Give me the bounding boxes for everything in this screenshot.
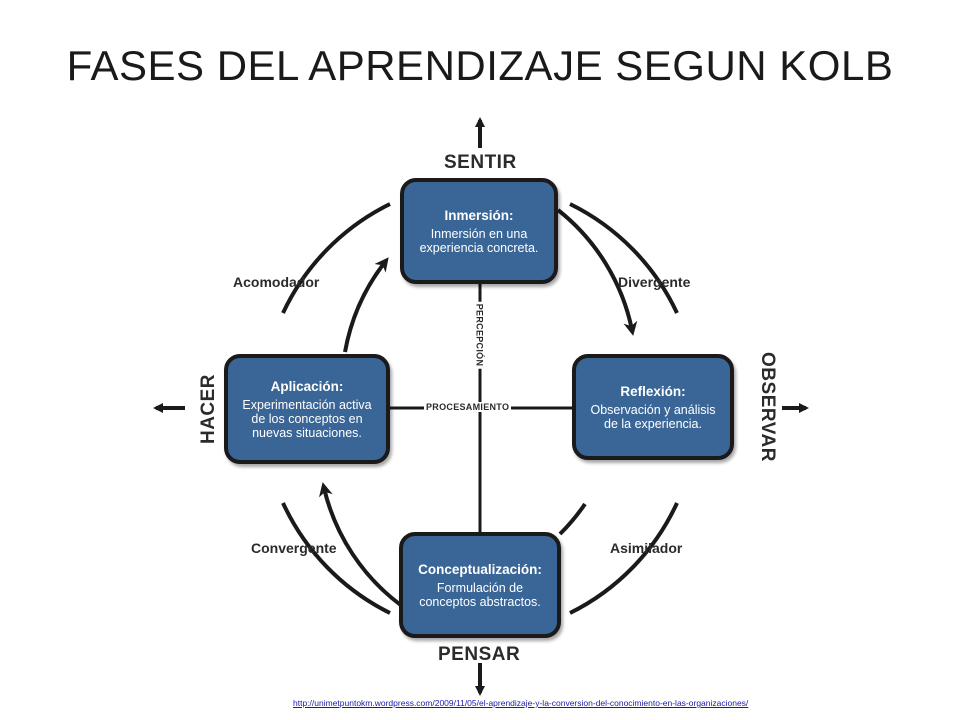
inner-arc-bottom-left — [319, 482, 404, 608]
phase-title: Aplicación: — [270, 378, 344, 394]
axis-label-percepcion: PERCEPCIÓN — [474, 301, 485, 369]
outer-arc-top-right — [569, 202, 679, 314]
style-label-acomodador: Acomodador — [233, 274, 320, 290]
axis-label-sentir: SENTIR — [444, 152, 517, 173]
slide-title: FASES DEL APRENDIZAJE SEGUN KOLB — [66, 42, 894, 89]
phase-description: Inmersión en una experiencia concreta. — [419, 226, 539, 255]
style-label-convergente: Convergente — [251, 540, 337, 556]
phase-description: Experimentación activa de los conceptos … — [242, 397, 372, 440]
style-label-asimilador: Asimilador — [610, 540, 683, 556]
phase-box-conceptualizacion: Conceptualización: Formulación de concep… — [399, 532, 561, 638]
phase-description: Observación y análisis de la experiencia… — [590, 402, 716, 431]
outer-arc-bottom-left — [281, 502, 391, 615]
phase-box-aplicacion: Aplicación: Experimentación activa de lo… — [224, 354, 390, 464]
inner-arc-top-left — [343, 257, 389, 353]
phase-title: Conceptualización: — [418, 561, 542, 577]
axis-label-hacer: HACER — [198, 373, 220, 445]
phase-description: Formulación de conceptos abstractos. — [419, 580, 541, 609]
axis-label-observar: OBSERVAR — [756, 352, 778, 462]
inner-arc-top-right — [556, 208, 638, 336]
inner-arc-bottom-right — [558, 502, 587, 536]
outer-arc-bottom-right — [569, 502, 679, 615]
axis-label-procesamiento: PROCESAMIENTO — [424, 402, 512, 412]
kolb-cycle-diagram: SENTIR PENSAR HACER OBSERVAR PERCEPCIÓN … — [140, 108, 820, 698]
phase-title: Inmersión: — [444, 207, 514, 223]
phase-box-inmersion: Inmersión: Inmersión en una experiencia … — [400, 178, 558, 284]
style-label-divergente: Divergente — [618, 274, 691, 290]
source-link[interactable]: http://unimetpuntokm.wordpress.com/2009/… — [293, 698, 749, 708]
phase-title: Reflexión: — [620, 383, 686, 399]
axis-label-pensar: PENSAR — [438, 644, 521, 665]
phase-box-reflexion: Reflexión: Observación y análisis de la … — [572, 354, 734, 460]
outer-arc-top-left — [281, 202, 391, 314]
